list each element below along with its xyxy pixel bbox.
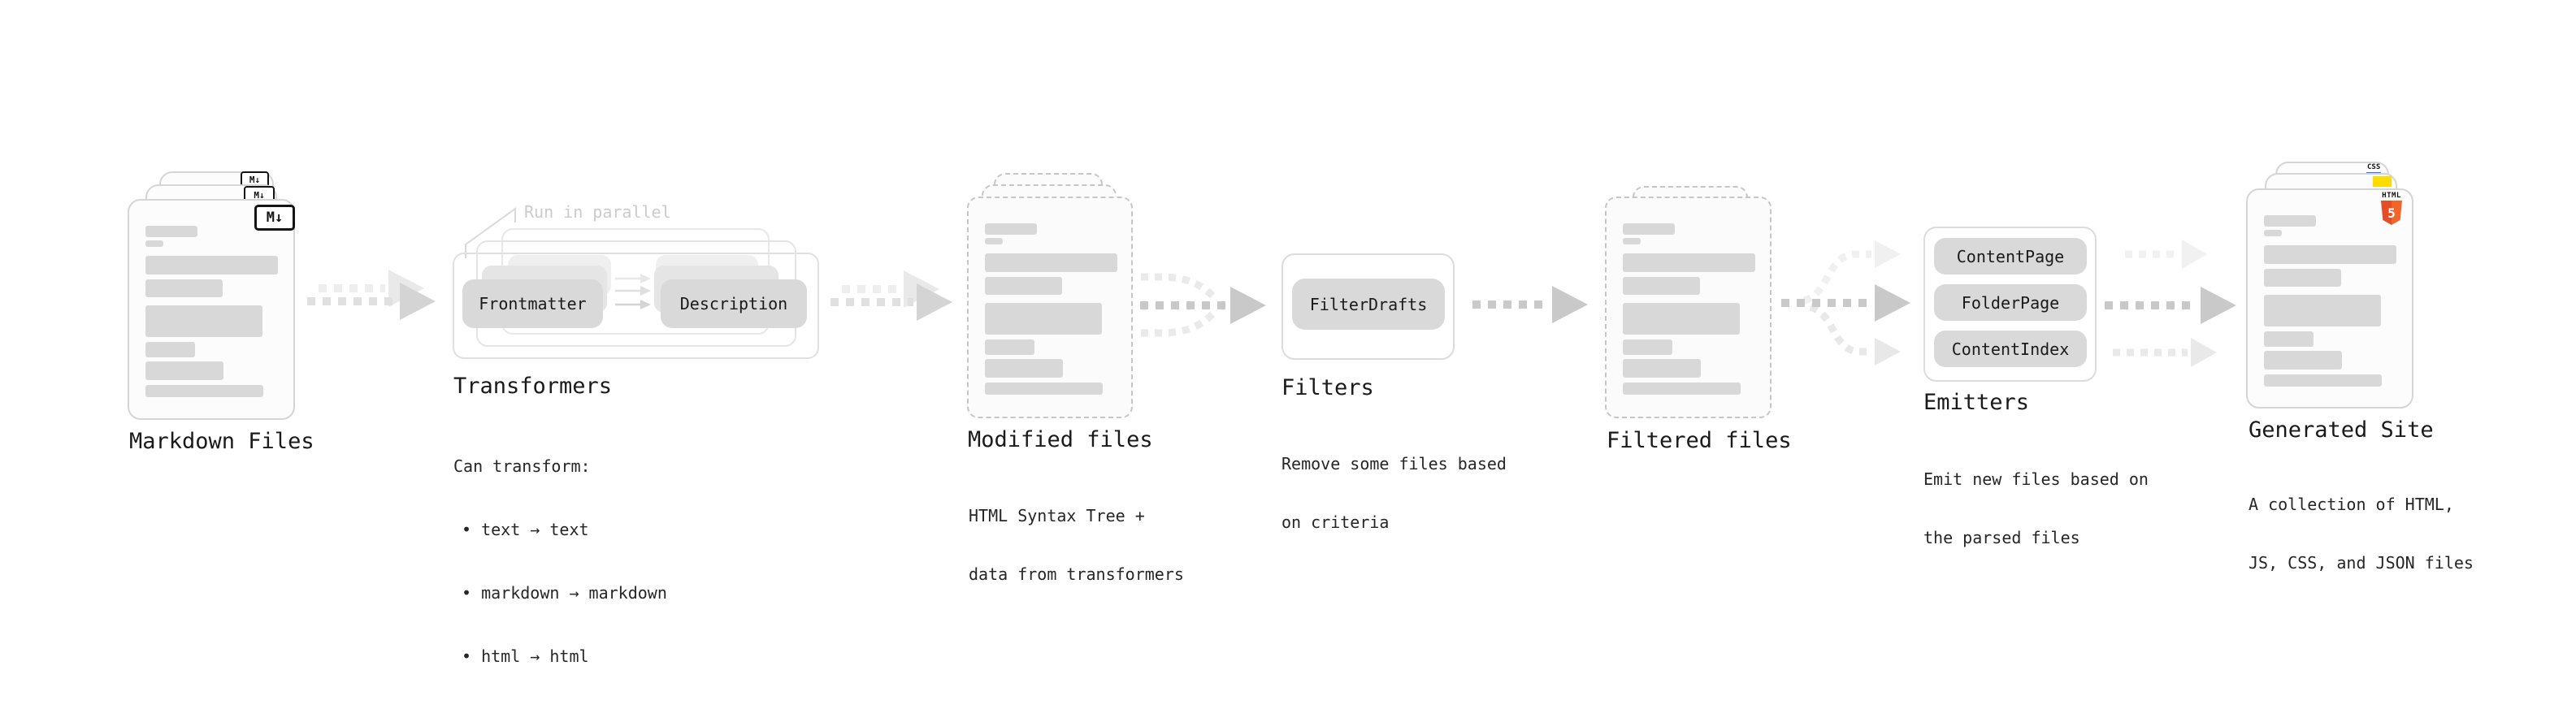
transformers-title: Transformers xyxy=(453,374,613,399)
markdown-icon: M↓ xyxy=(254,205,295,231)
doc-text-bar xyxy=(985,339,1034,355)
doc-text-bar xyxy=(1623,383,1741,395)
generated-site-title: Generated Site xyxy=(2249,417,2434,443)
markdown-icon: M↓ xyxy=(241,171,269,188)
arrow-transformers-to-modified xyxy=(830,270,952,321)
doc-text-bar xyxy=(145,279,223,297)
contentpage-emitter-box: ContentPage xyxy=(1934,238,2087,275)
doc-text-bar xyxy=(145,305,262,337)
filtered-files-title: Filtered files xyxy=(1607,428,1792,453)
doc-text-bar xyxy=(985,253,1117,272)
modified-file-card-front xyxy=(967,197,1133,418)
modified-desc-line: HTML Syntax Tree + xyxy=(969,506,1145,525)
doc-text-bar xyxy=(985,238,1003,244)
emitters-title: Emitters xyxy=(1923,390,2030,415)
arrow-fanout-filtered-to-emitters xyxy=(1781,240,1910,365)
filters-desc-line: Remove some files based xyxy=(1281,454,1507,473)
arrow-merge-modified-to-filters xyxy=(1140,273,1266,337)
doc-text-bar xyxy=(2264,331,2314,347)
doc-text-bar xyxy=(1623,238,1641,244)
filterdrafts-box: FilterDrafts xyxy=(1292,279,1445,330)
transformers-desc-line: Can transform: xyxy=(453,456,591,476)
modified-files-description: HTML Syntax Tree + data from transformer… xyxy=(969,467,1184,623)
doc-text-bar xyxy=(985,223,1037,235)
doc-text-bar xyxy=(985,277,1062,295)
filters-description: Remove some files based on criteria xyxy=(1281,415,1507,571)
description-transformer-box: Description xyxy=(661,279,807,328)
filters-desc-line: on criteria xyxy=(1281,512,1390,532)
html-file-card xyxy=(2246,188,2413,409)
doc-text-bar xyxy=(1623,277,1700,295)
doc-text-bar xyxy=(985,359,1063,378)
doc-text-bar xyxy=(1623,303,1740,335)
doc-text-bar xyxy=(2264,374,2382,387)
filters-title: Filters xyxy=(1281,375,1374,400)
contentindex-emitter-box: ContentIndex xyxy=(1934,331,2087,367)
doc-text-bar xyxy=(2264,269,2341,287)
transformers-bullet: • text → text xyxy=(462,520,589,539)
folderpage-emitter-box: FolderPage xyxy=(1934,284,2087,321)
html5-icon-shield: 5 xyxy=(2381,201,2402,225)
frontmatter-transformer-box: Frontmatter xyxy=(462,279,603,328)
doc-text-bar xyxy=(145,361,223,380)
doc-text-bar xyxy=(2264,245,2396,264)
doc-text-bar xyxy=(2264,215,2316,227)
doc-text-bar xyxy=(145,226,197,237)
doc-text-bar xyxy=(2264,295,2381,326)
transformers-bullet: • markdown → markdown xyxy=(462,583,667,603)
run-in-parallel-note: Run in parallel xyxy=(524,202,671,222)
doc-text-bar xyxy=(985,303,1102,335)
html5-icon: HTML 5 xyxy=(2381,192,2402,225)
emitters-desc-line: Emit new files based on xyxy=(1923,469,2149,489)
doc-text-bar xyxy=(985,383,1103,395)
doc-text-bar xyxy=(145,342,195,357)
doc-text-bar xyxy=(1623,253,1755,272)
modified-files-title: Modified files xyxy=(968,427,1153,452)
arrow-filters-to-filtered xyxy=(1472,286,1588,323)
doc-text-bar xyxy=(2264,351,2342,370)
transformer-layer-front xyxy=(453,253,819,359)
filtered-file-card-front xyxy=(1605,197,1772,418)
arrow-markdown-to-transformers xyxy=(307,270,436,320)
generated-desc-line: JS, CSS, and JSON files xyxy=(2249,553,2474,573)
html5-icon-label: HTML xyxy=(2382,192,2401,200)
markdown-files-title: Markdown Files xyxy=(129,429,314,454)
doc-text-bar xyxy=(2264,230,2282,236)
doc-text-bar xyxy=(145,256,278,275)
generated-site-description: A collection of HTML, JS, CSS, and JSON … xyxy=(2249,456,2474,612)
html5-icon-number: 5 xyxy=(2387,205,2396,221)
pipeline-diagram: M↓ M↓ M↓ Markdown Files Run in parallel … xyxy=(128,162,2474,666)
transformers-bullet: • html → html xyxy=(462,646,589,666)
js-file-icon xyxy=(2373,176,2392,187)
generated-desc-line: A collection of HTML, xyxy=(2249,495,2454,514)
markdown-file-card-front xyxy=(128,199,295,420)
doc-text-bar xyxy=(1623,223,1675,235)
doc-text-bar xyxy=(145,240,163,247)
doc-text-bar xyxy=(1623,339,1672,355)
arrow-trio-emitters-to-generated xyxy=(2105,240,2236,367)
doc-text-bar xyxy=(1623,359,1701,378)
modified-desc-line: data from transformers xyxy=(969,564,1184,584)
transformers-description: Can transform: • text → text • markdown … xyxy=(453,413,667,709)
emitters-description: Emit new files based on the parsed files xyxy=(1923,430,2149,586)
doc-text-bar xyxy=(145,385,263,397)
emitters-desc-line: the parsed files xyxy=(1923,528,2080,547)
